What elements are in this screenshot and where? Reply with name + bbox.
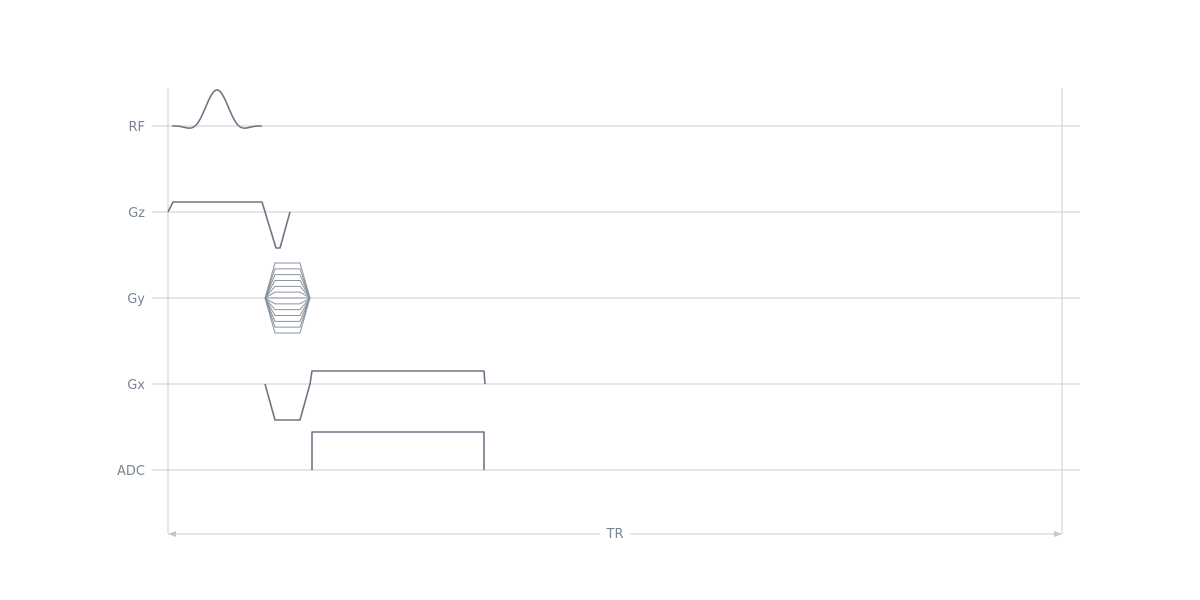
gy-phase-encode-step: [264, 297, 311, 334]
gy-phase-encode-step: [264, 297, 311, 305]
gy-phase-encode-step: [264, 280, 311, 299]
gy-phase-encode-step: [264, 262, 311, 299]
gz-label: Gz: [128, 206, 145, 221]
adc-label: ADC: [117, 464, 145, 479]
rf-sinc-pulse: [171, 89, 263, 129]
gy-phase-encode-step: [264, 297, 311, 328]
gy-phase-encode-step: [264, 297, 311, 322]
gy-phase-encode-step: [264, 268, 311, 299]
tr-arrow-right-icon: [1054, 531, 1062, 537]
adc-window: [311, 431, 485, 470]
gy-label: Gy: [127, 292, 145, 307]
tr-label: TR: [606, 527, 624, 542]
rf-label: RF: [128, 120, 145, 135]
tr-label-background: [600, 524, 630, 542]
gx-label: Gx: [127, 378, 145, 393]
gz-slice-select-gradient: [167, 201, 291, 249]
gy-phase-encode-step: [264, 291, 311, 299]
gy-phase-encode-step: [264, 297, 311, 311]
gy-phase-encode-step: [264, 297, 311, 316]
gx-readout-gradient: [264, 370, 486, 421]
gy-phase-encode-table: [264, 262, 311, 334]
gy-phase-encode-step: [264, 274, 311, 299]
gy-phase-encode-step: [264, 285, 311, 299]
tr-arrow-left-icon: [168, 531, 176, 537]
